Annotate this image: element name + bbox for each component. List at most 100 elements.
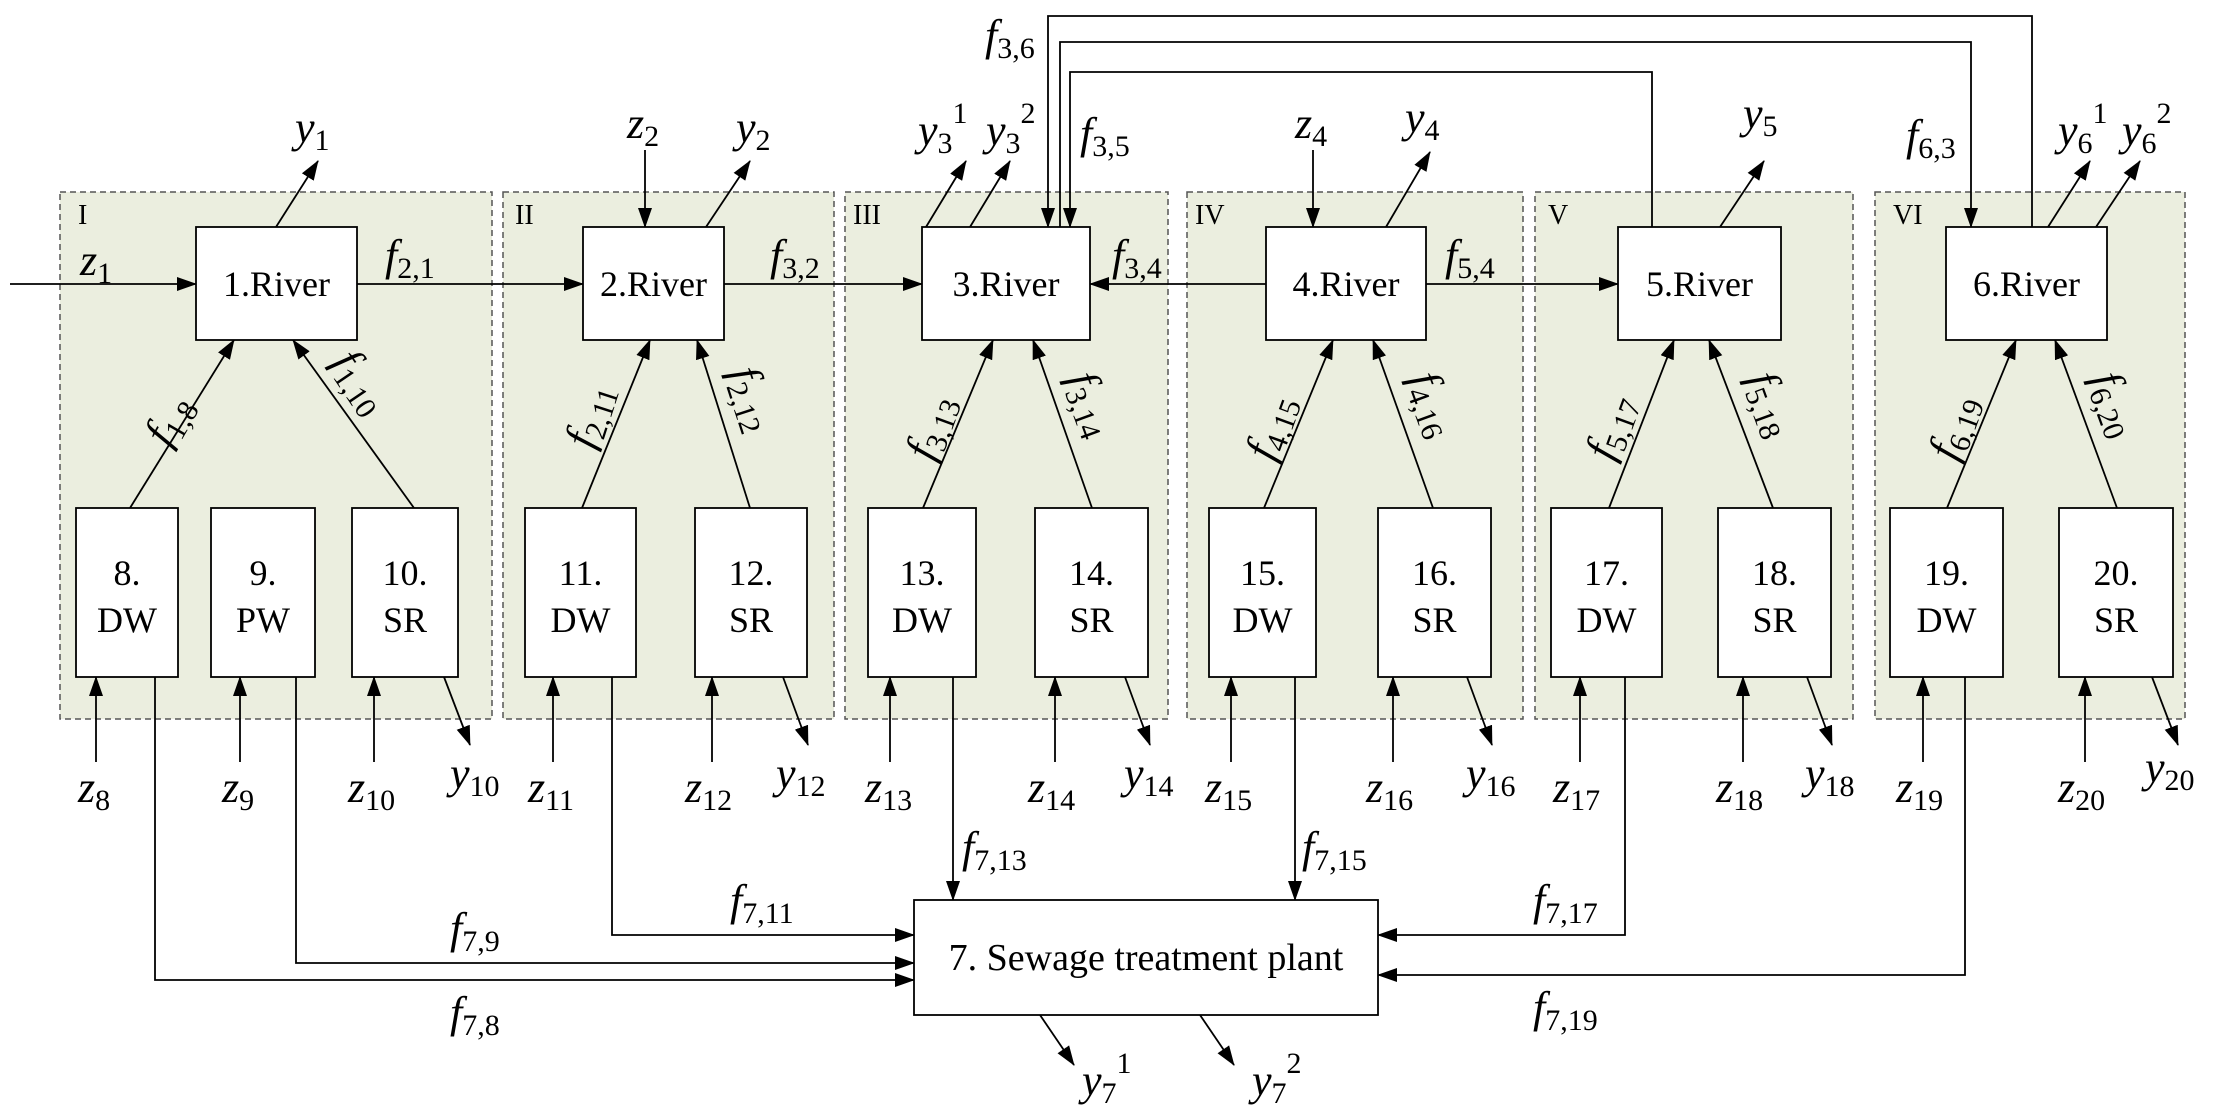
- flow-f212: [696, 339, 751, 509]
- node-river-2-label: 2.River: [600, 264, 707, 304]
- flow-f18: [129, 339, 235, 509]
- label-f78: f7,8: [450, 988, 500, 1042]
- flow-f35: [1063, 71, 1653, 228]
- flow-y4: [1385, 151, 1431, 228]
- node-11-dw[interactable]: 11. DW: [524, 507, 637, 678]
- label-y3-2: y32: [982, 97, 1036, 160]
- node-17-dw[interactable]: 17. DW: [1550, 507, 1663, 678]
- label-z18: z18: [1715, 763, 1763, 817]
- node-14-type: SR: [1069, 600, 1113, 640]
- flow-f110: [292, 339, 415, 509]
- label-z8: z8: [77, 763, 110, 817]
- label-z12: z12: [684, 763, 732, 817]
- node-river-6[interactable]: 6.River: [1945, 226, 2108, 341]
- label-y16: y16: [1462, 749, 1516, 803]
- node-11-number: 11.: [559, 553, 603, 593]
- node-river-1-label: 1.River: [223, 264, 330, 304]
- flow-y12: [782, 676, 809, 746]
- node-15-type: DW: [1233, 600, 1293, 640]
- node-river-3[interactable]: 3.River: [921, 226, 1091, 341]
- flow-y5: [1719, 160, 1765, 228]
- node-19-type: DW: [1917, 600, 1977, 640]
- node-8-number: 8.: [114, 553, 141, 593]
- node-12-type: SR: [729, 600, 773, 640]
- node-18-sr[interactable]: 18. SR: [1717, 507, 1832, 678]
- label-f36: f3,6: [985, 11, 1035, 65]
- node-20-number: 20.: [2094, 553, 2139, 593]
- node-14-sr[interactable]: 14. SR: [1034, 507, 1149, 678]
- node-13-dw[interactable]: 13. DW: [867, 507, 977, 678]
- zone-label-1: I: [78, 200, 87, 231]
- label-y1: y1: [291, 103, 330, 157]
- node-17-type: DW: [1577, 600, 1637, 640]
- nodes: 1.River 2.River 3.River 4.River 5.River …: [75, 226, 2174, 1016]
- node-river-2[interactable]: 2.River: [582, 226, 725, 341]
- node-16-number: 16.: [1412, 553, 1457, 593]
- flow-f79: [295, 677, 915, 970]
- flow-y3-1: [925, 160, 967, 228]
- node-14-number: 14.: [1069, 553, 1114, 593]
- node-8-dw[interactable]: 8. DW: [75, 507, 179, 678]
- flow-f711: [611, 677, 915, 942]
- label-y12: y12: [772, 749, 826, 803]
- node-10-sr[interactable]: 10. SR: [351, 507, 459, 678]
- node-10-number: 10.: [383, 553, 428, 593]
- node-16-sr[interactable]: 16. SR: [1377, 507, 1492, 678]
- label-y6-1: y61: [2054, 97, 2108, 160]
- node-19-number: 19.: [1924, 553, 1969, 593]
- flow-y7-1: [1039, 1014, 1075, 1066]
- label-f79: f7,9: [450, 904, 500, 958]
- flow-f78: [154, 677, 915, 987]
- label-y7-1: y71: [1078, 1047, 1132, 1110]
- node-10-type: SR: [383, 600, 427, 640]
- node-river-4[interactable]: 4.River: [1265, 226, 1427, 341]
- node-sewage-plant-label: 7. Sewage treatment plant: [949, 937, 1344, 979]
- label-z10: z10: [347, 763, 395, 817]
- label-y7-2: y72: [1248, 1047, 1302, 1110]
- node-river-4-label: 4.River: [1293, 264, 1400, 304]
- label-y14: y14: [1120, 749, 1174, 803]
- label-y5: y5: [1739, 89, 1778, 143]
- node-18-type: SR: [1752, 600, 1796, 640]
- node-17-number: 17.: [1584, 553, 1629, 593]
- label-z15: z15: [1204, 763, 1252, 817]
- flow-f211: [581, 339, 651, 509]
- label-y6-2: y62: [2118, 97, 2172, 160]
- label-z2: z2: [626, 99, 659, 153]
- node-13-number: 13.: [900, 553, 945, 593]
- node-river-6-label: 6.River: [1973, 264, 2080, 304]
- flow-y18: [1806, 676, 1833, 746]
- node-9-pw[interactable]: 9. PW: [210, 507, 316, 678]
- zone-label-2: II: [515, 200, 534, 231]
- node-sewage-plant[interactable]: 7. Sewage treatment plant: [913, 899, 1379, 1016]
- label-f719: f7,19: [1533, 983, 1598, 1037]
- label-z1: z1: [79, 236, 112, 290]
- zone-label-4: IV: [1195, 200, 1225, 231]
- label-y2: y2: [732, 103, 771, 157]
- node-19-dw[interactable]: 19. DW: [1889, 507, 2004, 678]
- label-z9: z9: [221, 763, 254, 817]
- flow-y10: [443, 676, 471, 746]
- node-20-type: SR: [2094, 600, 2138, 640]
- node-20-sr[interactable]: 20. SR: [2058, 507, 2174, 678]
- node-13-type: DW: [892, 600, 952, 640]
- label-f717: f7,17: [1533, 876, 1598, 930]
- label-z11: z11: [527, 763, 574, 817]
- label-f711: f7,11: [730, 876, 794, 930]
- label-y4: y4: [1401, 93, 1440, 147]
- node-12-number: 12.: [729, 553, 774, 593]
- zone-label-5: V: [1548, 200, 1568, 231]
- node-12-sr[interactable]: 12. SR: [694, 507, 808, 678]
- node-15-dw[interactable]: 15. DW: [1208, 507, 1317, 678]
- flow-y6-1: [2047, 160, 2091, 228]
- node-river-5[interactable]: 5.River: [1617, 226, 1782, 341]
- flow-f415: [1263, 339, 1334, 509]
- label-y18: y18: [1801, 749, 1855, 803]
- node-river-1[interactable]: 1.River: [195, 226, 358, 341]
- label-z4: z4: [1294, 99, 1327, 153]
- label-z19: z19: [1895, 763, 1943, 817]
- flow-f719: [1377, 677, 1966, 982]
- label-z17: z17: [1552, 763, 1600, 817]
